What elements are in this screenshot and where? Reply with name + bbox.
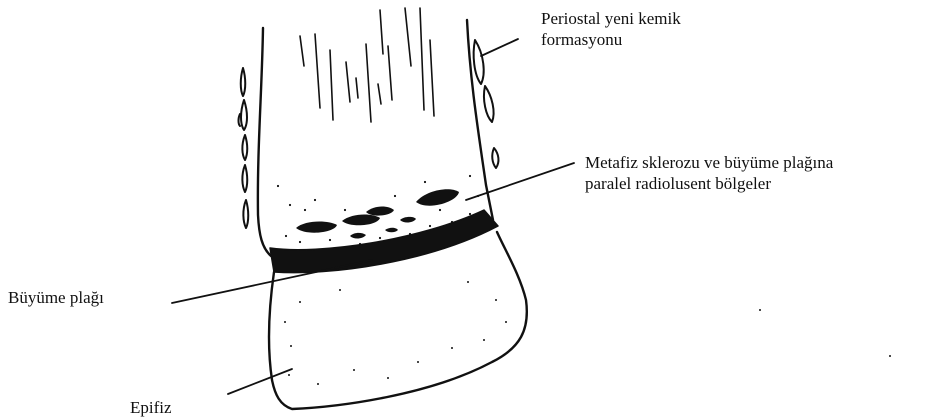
bone-shaft-left-outline bbox=[258, 28, 271, 256]
label-metaphysis-line2: paralel radiolusent bölgeler bbox=[585, 173, 833, 194]
label-epiphysis: Epifiz bbox=[130, 397, 172, 418]
label-metaphysis-line1: Metafiz sklerozu ve büyüme plağına bbox=[585, 152, 833, 173]
periosteal-new-bone-right bbox=[474, 40, 499, 168]
label-periosteal-line1: Periostal yeni kemik bbox=[541, 8, 681, 29]
label-metaphyseal-sclerosis: Metafiz sklerozu ve büyüme plağına paral… bbox=[585, 152, 833, 194]
shaft-striations bbox=[300, 8, 434, 122]
leader-line-periosteal bbox=[481, 39, 518, 56]
periosteal-new-bone-left bbox=[239, 68, 249, 228]
leader-line-metaphysis bbox=[466, 163, 574, 200]
leader-line-epiphysis bbox=[228, 369, 292, 394]
label-periosteal-line2: formasyonu bbox=[541, 29, 681, 50]
growth-plate-band bbox=[270, 210, 498, 273]
label-periosteal-new-bone: Periostal yeni kemik formasyonu bbox=[541, 8, 681, 50]
epiphysis-stippling bbox=[284, 281, 891, 385]
label-growth-plate: Büyüme plağı bbox=[8, 287, 104, 308]
